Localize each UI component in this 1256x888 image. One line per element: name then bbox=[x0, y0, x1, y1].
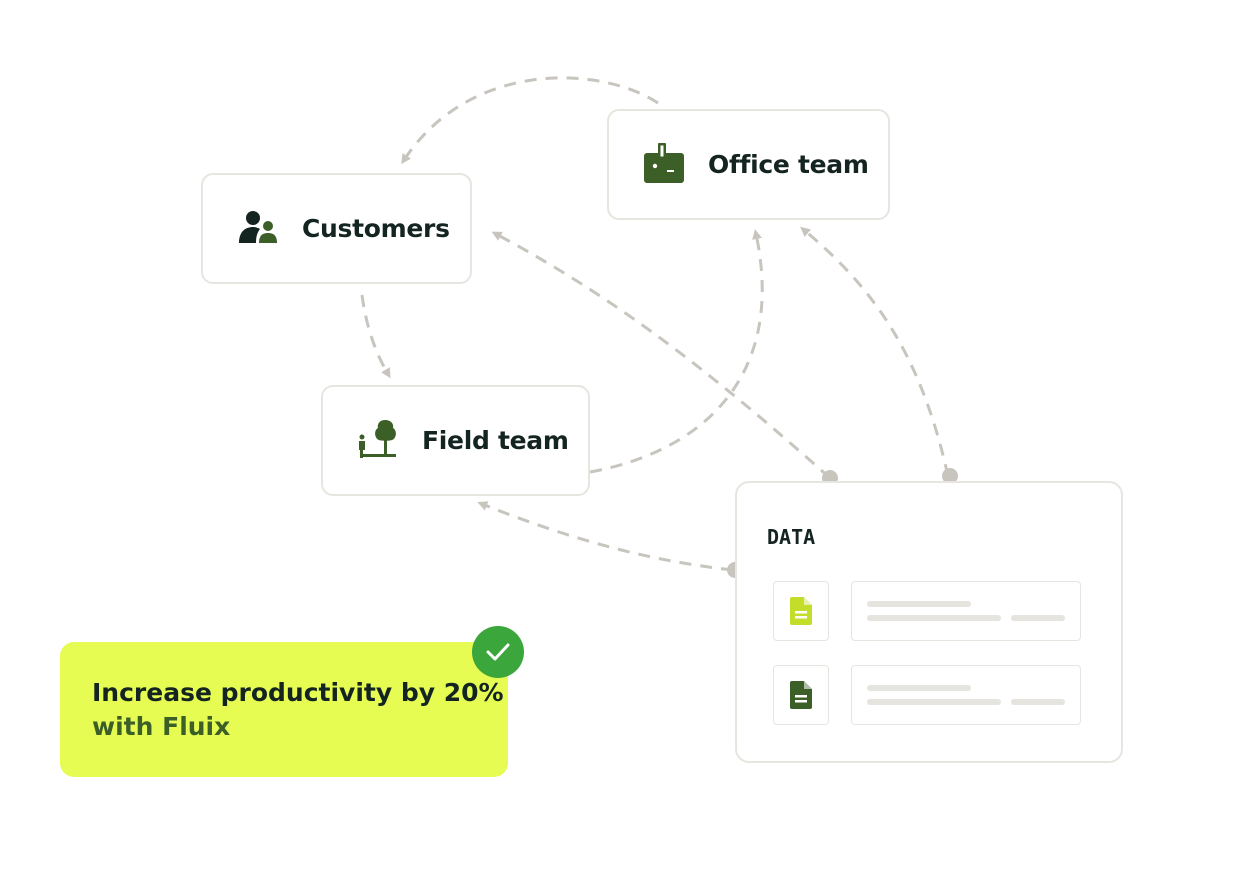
document-icon bbox=[790, 597, 812, 625]
link-data-to-field bbox=[477, 501, 734, 572]
link-customers-to-field bbox=[360, 294, 391, 379]
file-row-placeholder[interactable] bbox=[851, 581, 1081, 641]
badge-icon bbox=[644, 142, 684, 187]
tree-person-icon bbox=[358, 419, 398, 462]
field-team-label: Field team bbox=[422, 426, 569, 455]
link-office-to-customers bbox=[401, 76, 659, 165]
office-team-label: Office team bbox=[708, 150, 869, 179]
check-icon bbox=[486, 643, 510, 661]
connector-dot bbox=[942, 468, 958, 484]
file-row-placeholder[interactable] bbox=[851, 665, 1081, 725]
data-panel: DATA bbox=[735, 481, 1123, 763]
customers-node[interactable]: Customers bbox=[201, 173, 472, 284]
link-data-to-customers bbox=[491, 231, 831, 480]
productivity-callout: Increase productivity by 20% with Fluix bbox=[60, 642, 508, 777]
file-item[interactable] bbox=[773, 665, 829, 725]
link-field-to-office bbox=[589, 229, 764, 474]
customers-label: Customers bbox=[302, 214, 450, 243]
file-item[interactable] bbox=[773, 581, 829, 641]
callout-line1: Increase productivity by 20% bbox=[92, 678, 504, 707]
link-data-to-office bbox=[800, 226, 950, 477]
office-team-node[interactable]: Office team bbox=[607, 109, 890, 220]
field-team-node[interactable]: Field team bbox=[321, 385, 590, 496]
users-icon bbox=[238, 210, 278, 247]
document-icon bbox=[790, 681, 812, 709]
data-title: DATA bbox=[767, 525, 816, 549]
callout-line2: with Fluix bbox=[92, 712, 231, 741]
check-badge bbox=[472, 626, 524, 678]
